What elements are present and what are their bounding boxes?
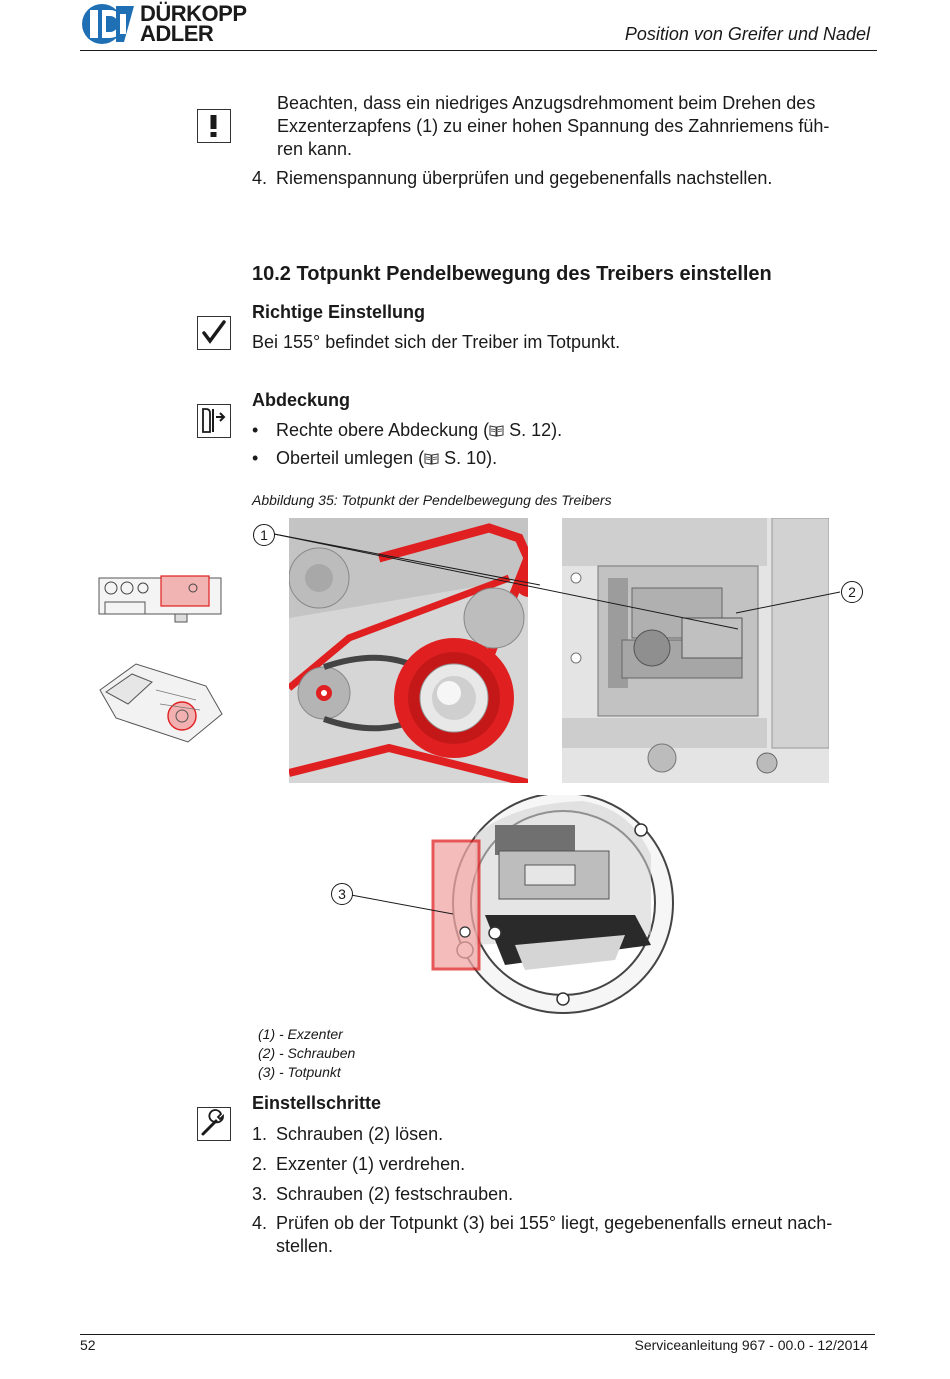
brand-logo: DÜRKOPP ADLER [80, 2, 270, 46]
legend-item: (1) - Exzenter [258, 1026, 343, 1042]
list-item-text: S. 10). [439, 448, 498, 468]
cover-heading: Abdeckung [252, 390, 351, 410]
callout-2-leader-line [735, 591, 841, 614]
machine-overview-thumbnail [97, 572, 225, 624]
list-item-text: S. 12). [504, 420, 563, 440]
correct-setting-text: Bei 155° befindet sich der Treiber im To… [252, 332, 621, 352]
step-text: Riemenspannung überprüfen und gegebenenf… [276, 168, 773, 188]
callout-label: 1 [260, 527, 268, 543]
warning-box [197, 109, 231, 143]
step-text: Prüfen ob der Totpunkt (3) bei 155° lieg… [276, 1213, 833, 1233]
wrench-icon [201, 1109, 224, 1136]
list-item: 2. Exzenter (1) verdrehen. [252, 1153, 882, 1183]
machine-top-view-image [98, 575, 222, 623]
checkmark-icon [202, 320, 226, 344]
bullet: • [252, 448, 259, 468]
eccentric-screws-photo [562, 518, 829, 783]
callout-3: 3 [331, 883, 353, 905]
list-item: • Rechte obere Abdeckung ( S. 12). [252, 419, 872, 447]
page-header-title: Position von Greifer und Nadel [624, 24, 870, 44]
previous-step-4: 4. Riemenspannung überprüfen und gegebene… [252, 167, 772, 190]
section-heading: 10.2 Totpunkt Pendelbewegung des Treiber… [252, 263, 772, 286]
machine-tilted-thumbnail [96, 660, 226, 745]
callout-1: 1 [253, 524, 275, 546]
figure-photo-left [289, 518, 528, 783]
list-item: • Oberteil umlegen ( S. 10). [252, 447, 872, 475]
book-reference-icon [489, 425, 504, 437]
section-number: 10.2 [252, 263, 291, 285]
figure-caption: Abbildung 35: Totpunkt der Pendelbewegun… [252, 492, 612, 508]
step-number: 1. [252, 1124, 268, 1144]
legend-item: (2) - Schrauben [258, 1045, 356, 1061]
belt-and-eccentric-photo [289, 518, 528, 783]
figure-photo-bottom [415, 792, 675, 1017]
steps-heading: Einstellschritte [252, 1093, 382, 1113]
check-box [197, 316, 231, 350]
callout-3-leader-line [350, 894, 454, 915]
hook-drive-dead-center-photo [431, 792, 674, 1014]
warning-note-line: Beachten, dass ein niedriges Anzugsdrehm… [277, 93, 816, 113]
list-item: 3. Schrauben (2) festschrauben. [252, 1183, 882, 1212]
section-title: Totpunkt Pendelbewegung des Treibers ein… [296, 263, 772, 285]
brand-name-line2: ADLER [140, 21, 214, 46]
wrench-box [197, 1107, 231, 1141]
warning-note-line: Exzenterzapfens (1) zu einer hohen Spann… [277, 116, 830, 136]
brand-name-line1: DÜRKOPP [140, 1, 247, 26]
list-item: 1. Schrauben (2) lösen. [252, 1123, 882, 1153]
warning-note: Beachten, dass ein niedriges Anzugsdrehm… [277, 92, 877, 161]
header-rule [80, 50, 877, 51]
step-text: Exzenter (1) verdrehen. [276, 1154, 466, 1174]
book-reference-icon [424, 453, 439, 465]
cover-box [197, 404, 231, 438]
warning-exclamation-icon [210, 115, 217, 137]
callout-label: 3 [338, 886, 346, 902]
page-number: 52 [80, 1337, 96, 1353]
list-item: 4. Prüfen ob der Totpunkt (3) bei 155° li… [252, 1212, 882, 1258]
step-text-continuation: stellen. [276, 1236, 334, 1256]
machine-tilted-view-image [99, 663, 223, 743]
callout-2: 2 [841, 581, 863, 603]
callout-1-leader-lines [273, 533, 739, 630]
figure-photo-right [562, 518, 829, 783]
step-number: 4. [252, 1213, 268, 1233]
steps-list: 1. Schrauben (2) lösen. 2. Exzenter (1) ve… [252, 1123, 882, 1258]
step-number: 2. [252, 1154, 268, 1174]
brand-logo-icon [82, 4, 134, 44]
step-number: 3. [252, 1184, 268, 1204]
figure-legend: (1) - Exzenter (2) - Schrauben (3) - Tot… [258, 1025, 355, 1082]
step-number: 4. [252, 168, 268, 188]
document-reference: Serviceanleitung 967 - 00.0 - 12/2014 [634, 1337, 869, 1353]
cover-icon [202, 408, 226, 433]
bullet: • [252, 420, 259, 440]
list-item-text: Rechte obere Abdeckung ( [276, 420, 490, 440]
correct-setting-heading: Richtige Einstellung [252, 302, 426, 322]
list-item-text: Oberteil umlegen ( [276, 448, 425, 468]
step-text: Schrauben (2) lösen. [276, 1124, 444, 1144]
warning-note-line: ren kann. [277, 139, 353, 159]
step-text: Schrauben (2) festschrauben. [276, 1184, 514, 1204]
footer-rule [80, 1334, 875, 1335]
callout-label: 2 [848, 584, 856, 600]
cover-list: • Rechte obere Abdeckung ( S. 12). • Obert… [252, 419, 872, 475]
legend-item: (3) - Totpunkt [258, 1064, 341, 1080]
